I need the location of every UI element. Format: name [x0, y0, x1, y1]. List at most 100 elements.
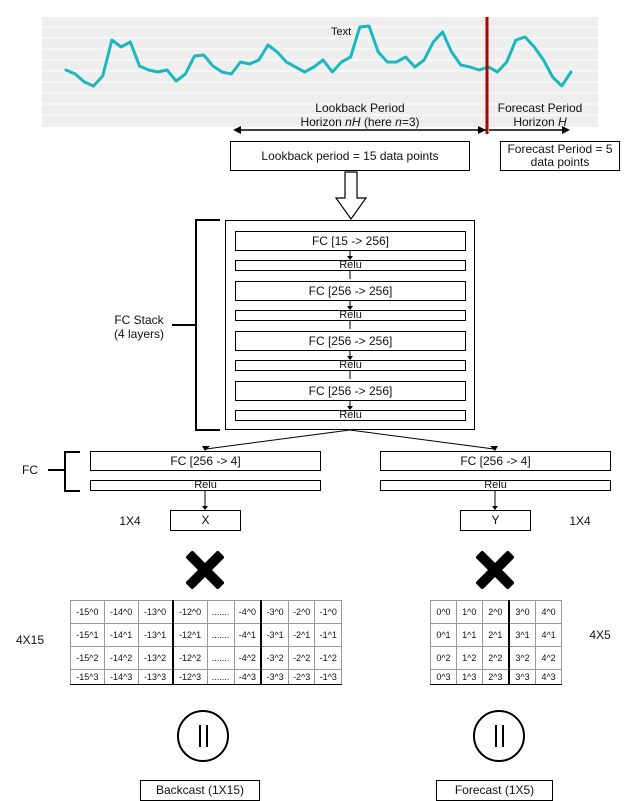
time-series-chart	[42, 17, 598, 134]
matrix-cell: -2^0	[287, 600, 316, 624]
matrix-cell: -3^1	[260, 623, 289, 647]
matrix-cell: -2^1	[287, 623, 316, 647]
lookback-period-title: Lookback Period Horizon nH (here n=3)	[270, 101, 450, 129]
matrix-cell: 2^1	[481, 623, 510, 647]
lookback-horizon-n: n	[395, 115, 402, 129]
lookback-arrow-left-head	[233, 126, 241, 134]
fc-stack-bracket	[195, 219, 220, 431]
matrix-cell: -4^0	[233, 600, 263, 624]
lookback-horizon-mid: (here	[360, 115, 396, 129]
lookback-horizon-suffix: =3)	[401, 115, 420, 129]
fc-stack-label: FC Stack (4 layers)	[113, 313, 164, 341]
down-arrow-big	[334, 171, 368, 221]
matrix-cell: -13^3	[137, 669, 174, 685]
matrix-cell: -15^3	[70, 669, 105, 685]
matrix-cell: 4^0	[535, 600, 562, 624]
matrix-cell: 4^1	[535, 623, 562, 647]
matrix-cell: -13^1	[137, 623, 174, 647]
matrix-cell: 1^1	[455, 623, 483, 647]
arrowhead-right-y	[492, 506, 498, 510]
backcast-basis-matrix: -15^0-14^0-13^0-12^0.......-4^0-3^0-2^0-…	[70, 600, 342, 685]
relu-4: Relu	[235, 410, 466, 421]
relu-1: Relu	[235, 260, 466, 271]
y-output-box: Y	[460, 510, 531, 531]
matrix-cell: 0^3	[430, 669, 457, 685]
fc-label: FC	[22, 463, 38, 477]
lookback-arrow-right-head	[478, 126, 486, 134]
arrowhead-3	[347, 356, 353, 360]
matrix-cell: -4^1	[233, 623, 263, 647]
matrix-cell: -12^2	[172, 646, 208, 670]
matrix-cell: -3^3	[260, 669, 289, 685]
fc-stack-container	[225, 220, 475, 430]
chart-text-label: Text	[331, 26, 352, 38]
matrix-cell: .......	[206, 646, 235, 670]
matrix-cell: 3^3	[508, 669, 537, 685]
matrix-row: -15^0-14^0-13^0-12^0.......-4^0-3^0-2^0-…	[70, 600, 342, 624]
y-dimension-label: 1X4	[569, 514, 591, 528]
left-relu: Relu	[90, 480, 321, 491]
multiply-icon-left	[185, 550, 225, 590]
matrix-cell: 4^3	[535, 669, 562, 685]
equals-icon-right	[473, 710, 525, 762]
matrix-cell: -12^0	[172, 600, 208, 624]
lookback-horizon-var: nH	[345, 115, 361, 129]
matrix-cell: -4^3	[233, 669, 263, 685]
matrix-cell: -12^1	[172, 623, 208, 647]
fc-layer-1: FC [15 -> 256]	[235, 231, 466, 251]
fc-layer-2: FC [256 -> 256]	[235, 281, 466, 301]
matrix-cell: -15^0	[70, 600, 105, 624]
matrix-cell: 0^2	[430, 646, 457, 670]
matrix-cell: -3^2	[260, 646, 289, 670]
fc-bracket	[64, 451, 80, 492]
matrix-cell: -1^2	[314, 646, 342, 670]
matrix-cell: -14^0	[103, 600, 139, 624]
fc-layer-4: FC [256 -> 256]	[235, 381, 466, 401]
equals-icon-left	[177, 710, 229, 762]
matrix-row: -15^2-14^2-13^2-12^2.......-4^2-3^2-2^2-…	[70, 646, 342, 670]
matrix-cell: 2^3	[481, 669, 510, 685]
backcast-output-box: Backcast (1X15)	[140, 780, 260, 801]
matrix-cell: -3^0	[260, 600, 289, 624]
fc-layer-3: FC [256 -> 256]	[235, 331, 466, 351]
matrix-cell: .......	[206, 669, 235, 685]
matrix-cell: .......	[206, 600, 235, 624]
relu-2: Relu	[235, 310, 466, 321]
matrix-cell: 2^0	[481, 600, 510, 624]
x-dimension-label: 1X4	[119, 514, 141, 528]
lookback-title: Lookback Period	[315, 101, 405, 115]
matrix-cell: 0^1	[430, 623, 457, 647]
matrix-cell: 0^0	[430, 600, 457, 624]
matrix-cell: -1^1	[314, 623, 342, 647]
matrix-cell: -14^1	[103, 623, 139, 647]
matrix-cell: -13^2	[137, 646, 174, 670]
arrowhead-left-x	[202, 506, 208, 510]
arrowhead-4	[347, 406, 353, 410]
matrix-row: -15^1-14^1-13^1-12^1.......-4^1-3^1-2^1-…	[70, 623, 342, 647]
matrix-cell: 3^0	[508, 600, 537, 624]
right-fc-layer: FC [256 -> 4]	[380, 451, 611, 471]
left-fc-layer: FC [256 -> 4]	[90, 451, 321, 471]
matrix-cell: -2^3	[287, 669, 316, 685]
forecast-title: Forecast Period	[497, 101, 583, 115]
matrix-cell: .......	[206, 623, 235, 647]
lookback-period-box: Lookback period = 15 data points	[230, 141, 470, 171]
matrix-cell: -15^1	[70, 623, 105, 647]
relu-3: Relu	[235, 360, 466, 371]
matrix-cell: 1^3	[455, 669, 483, 685]
forecast-period-title: Forecast Period Horizon H	[490, 101, 590, 129]
matrix-cell: -15^2	[70, 646, 105, 670]
arrowhead-1	[347, 256, 353, 260]
matrix-cell: 3^2	[508, 646, 537, 670]
chart-background	[42, 17, 598, 127]
multiply-icon-right	[475, 550, 515, 590]
matrix-cell: 1^0	[455, 600, 483, 624]
matrix-cell: -1^0	[314, 600, 342, 624]
lookback-horizon-prefix: Horizon	[300, 115, 346, 129]
forecast-output-box: Forecast (1X5)	[436, 780, 553, 801]
